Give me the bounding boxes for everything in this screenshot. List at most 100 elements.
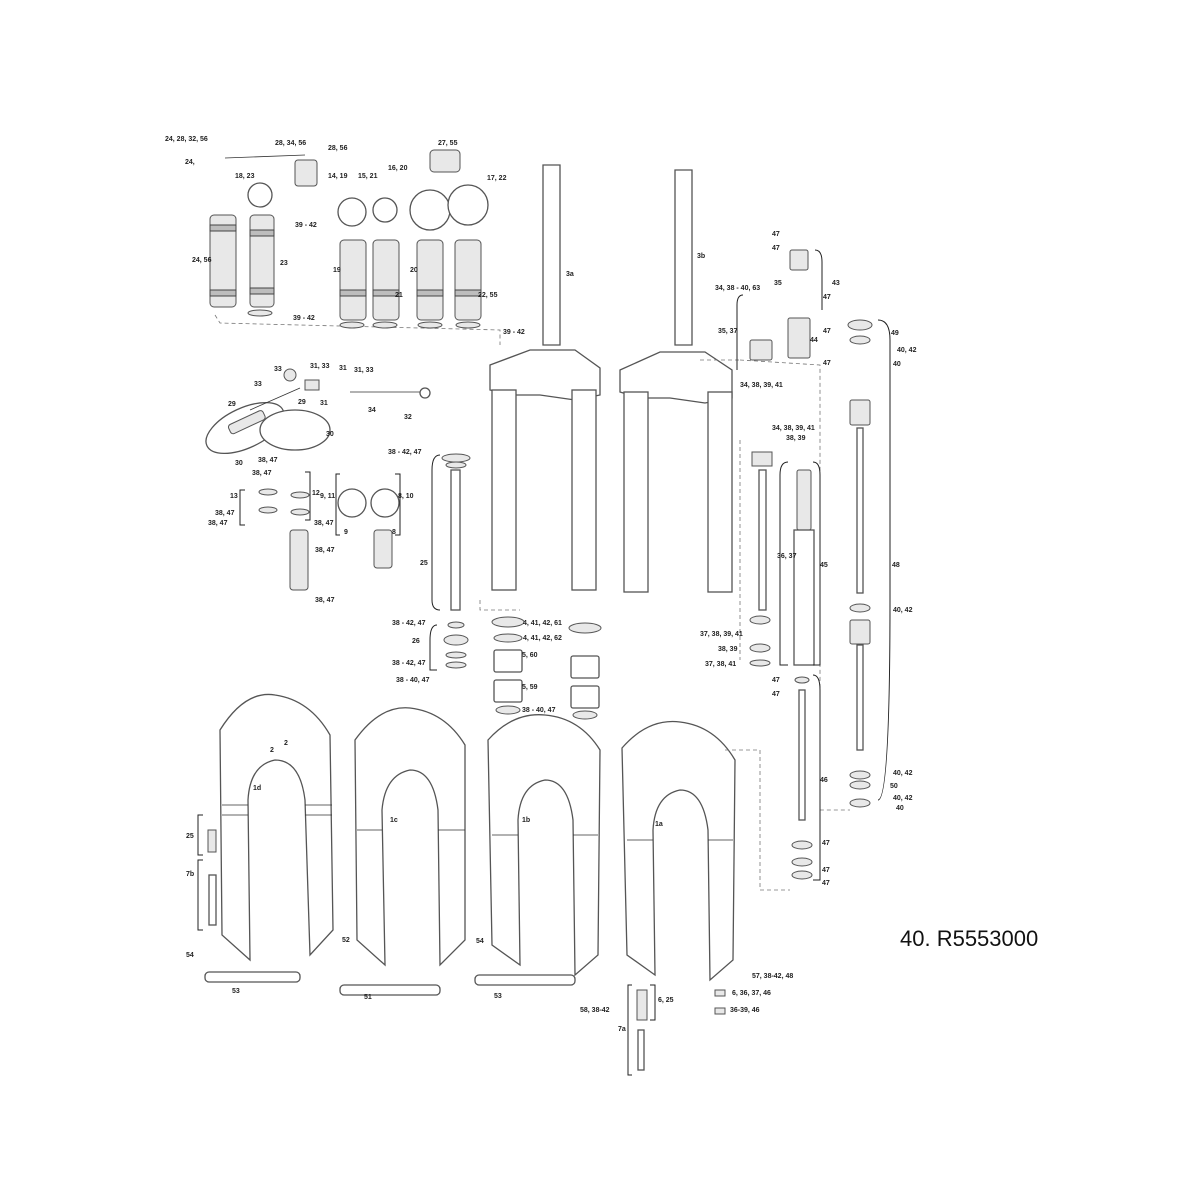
lower-leg-1d <box>219 693 334 962</box>
callout: 50 <box>890 783 898 790</box>
callout: 38 - 40, 47 <box>522 707 556 714</box>
callout: 38 - 42, 47 <box>392 660 426 667</box>
callout: 40, 42 <box>897 347 917 354</box>
callout: 38, 39 <box>786 435 806 442</box>
callout: 54 <box>476 938 484 945</box>
callout: 27, 55 <box>438 140 458 147</box>
callout: 9, 11 <box>320 493 335 500</box>
callout: 48 <box>892 562 900 569</box>
callout: 14, 19 <box>328 173 348 180</box>
callout: 5, 59 <box>522 684 538 691</box>
callout: 38, 47 <box>315 547 335 554</box>
callout: 19 <box>333 267 341 274</box>
damper-cartridge-group <box>209 149 501 345</box>
damper-body-4 <box>372 239 400 321</box>
knob-detail-circle-2 <box>337 197 367 227</box>
callout: 24, <box>185 159 195 166</box>
crown-steerer-3a <box>489 164 601 591</box>
knob-detail-circle-4 <box>409 189 451 231</box>
callout: 49 <box>891 330 899 337</box>
callout: 22, 55 <box>478 292 498 299</box>
knob-detail-circle-1 <box>247 182 273 208</box>
remote-assembly <box>205 368 431 455</box>
damper-body-5 <box>416 239 444 321</box>
callout: 6, 25 <box>658 997 674 1004</box>
callout: 40, 42 <box>893 795 913 802</box>
callout: 30 <box>235 460 243 467</box>
callout: 1d <box>253 785 261 792</box>
callout: 53 <box>232 988 240 995</box>
callout: 47 <box>823 294 831 301</box>
spring-stack-left <box>258 488 400 591</box>
callout: 16, 20 <box>388 165 408 172</box>
callout: 40, 42 <box>893 770 913 777</box>
callout: 35, 37 <box>718 328 738 335</box>
callout: 47 <box>822 840 830 847</box>
callout: 24, 56 <box>192 257 212 264</box>
callout: 37, 38, 41 <box>705 661 736 668</box>
callout: 23 <box>280 260 288 267</box>
damper-body-1 <box>209 214 237 308</box>
damper-body-2 <box>249 214 275 308</box>
callout: 25 <box>186 833 194 840</box>
callout: 52 <box>342 937 350 944</box>
callout: 39 - 42 <box>295 222 317 229</box>
callout: 39 - 42 <box>293 315 315 322</box>
callout: 6, 36, 37, 46 <box>732 990 771 997</box>
callout: 38, 47 <box>258 457 278 464</box>
callout: 18, 23 <box>235 173 255 180</box>
callout: 32 <box>404 414 412 421</box>
callout: 30 <box>326 431 334 438</box>
callout: 38 - 42, 47 <box>388 449 422 456</box>
callout: 40 <box>896 805 904 812</box>
callout: 33 <box>254 381 262 388</box>
callout: 47 <box>772 691 780 698</box>
callout: 34, 38, 39, 41 <box>772 425 815 432</box>
callout: 47 <box>772 231 780 238</box>
damper-body-3 <box>339 239 367 321</box>
callout: 47 <box>823 360 831 367</box>
callout: 13 <box>230 493 238 500</box>
seal-bushing-stack <box>491 616 602 720</box>
axle-53-right <box>474 974 576 986</box>
spring-coil-left <box>289 529 309 591</box>
callout: 2 <box>284 740 288 747</box>
callout: 54 <box>186 952 194 959</box>
callout: 38, 47 <box>315 597 335 604</box>
callout: 31, 33 <box>310 363 330 370</box>
callout: 38, 47 <box>252 470 272 477</box>
callout: 36, 37 <box>777 553 797 560</box>
callout: 12 <box>312 490 320 497</box>
callout: 38 - 42, 47 <box>392 620 426 627</box>
air-shaft-25 <box>441 453 471 669</box>
callout: 47 <box>822 880 830 887</box>
callout: 38, 47 <box>314 520 334 527</box>
callout: 47 <box>823 328 831 335</box>
callout: 38, 47 <box>208 520 228 527</box>
callout: 8 <box>392 529 396 536</box>
callout: 34, 38, 39, 41 <box>740 382 783 389</box>
callout: 35 <box>774 280 782 287</box>
callout: 2 <box>270 747 274 754</box>
knob-detail-circle-3 <box>372 197 398 223</box>
callout: 1b <box>522 817 530 824</box>
callout: 47 <box>772 677 780 684</box>
lower-leg-1a <box>621 720 736 982</box>
axle-51 <box>339 984 441 996</box>
callout: 29 <box>298 399 306 406</box>
callout: 21 <box>395 292 403 299</box>
callout: 47 <box>772 245 780 252</box>
callout: 33 <box>274 366 282 373</box>
callout: 24, 28, 32, 56 <box>165 136 208 143</box>
callout: 4, 41, 42, 61 <box>523 620 562 627</box>
callout: 46 <box>820 777 828 784</box>
callout: 31 <box>320 400 328 407</box>
callout: 20 <box>410 267 418 274</box>
callout: 31, 33 <box>354 367 374 374</box>
callout: 40, 42 <box>893 607 913 614</box>
callout: 7a <box>618 1026 626 1033</box>
callout: 3a <box>566 271 574 278</box>
callout: 53 <box>494 993 502 1000</box>
small-parts-bottom <box>207 829 726 1071</box>
